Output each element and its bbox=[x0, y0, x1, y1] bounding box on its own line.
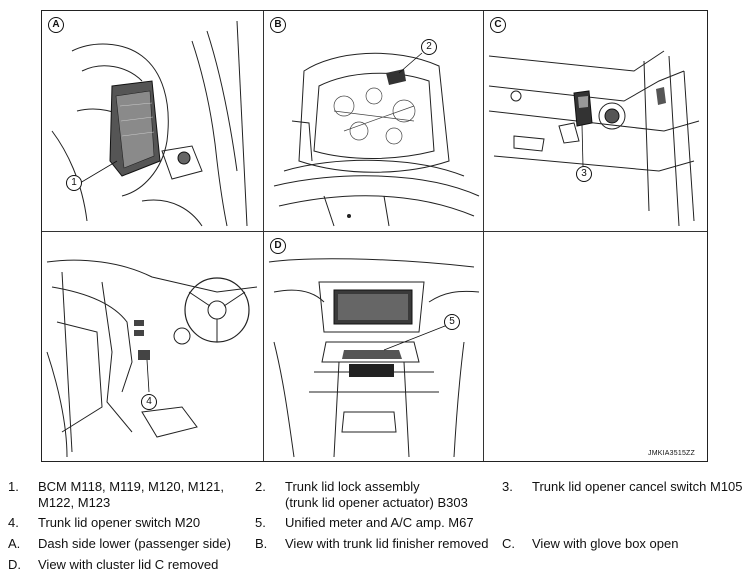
legend-item-b: B. View with trunk lid finisher removed bbox=[247, 536, 489, 552]
panel-a-letter-badge: A bbox=[48, 17, 64, 33]
legend-key: D. bbox=[8, 557, 21, 572]
figure-frame: A 1 B bbox=[41, 10, 708, 462]
legend-key: 1. bbox=[8, 479, 19, 494]
legend-key: A. bbox=[8, 536, 21, 551]
callout-4: 4 bbox=[141, 394, 157, 410]
legend-text: View with trunk lid finisher removed bbox=[285, 536, 489, 551]
panel-divider-horizontal bbox=[42, 231, 707, 232]
legend-text: Dash side lower (passenger side) bbox=[38, 536, 231, 551]
legend-key: C. bbox=[502, 536, 515, 551]
panel-divider-2 bbox=[483, 11, 484, 461]
legend-item-a: A. Dash side lower (passenger side) bbox=[0, 536, 231, 552]
panel-empty bbox=[484, 232, 707, 461]
legend-key: B. bbox=[255, 536, 268, 551]
legend-text: Unified meter and A/C amp. M67 bbox=[285, 515, 474, 530]
panel-dash-driver-side: 4 bbox=[42, 232, 263, 461]
legend-text: BCM M118, M119, M120, M121, M122, M123 bbox=[38, 479, 224, 510]
callout-5: 5 bbox=[444, 314, 460, 330]
legend-item-3: 3. Trunk lid opener cancel switch M105 bbox=[494, 479, 743, 495]
callout-2: 2 bbox=[421, 39, 437, 55]
panel-b-trunk-lid: B 2 bbox=[264, 11, 483, 231]
panel-d-letter-badge: D bbox=[270, 238, 286, 254]
panel-c-letter-badge: C bbox=[490, 17, 506, 33]
legend-key: 3. bbox=[502, 479, 513, 494]
callout-3: 3 bbox=[576, 166, 592, 182]
callout-1: 1 bbox=[66, 175, 82, 191]
legend-item-4: 4. Trunk lid opener switch M20 bbox=[0, 515, 200, 531]
legend-text: Trunk lid lock assembly (trunk lid opene… bbox=[285, 479, 468, 510]
legend-item-c: C. View with glove box open bbox=[494, 536, 678, 552]
panel-b-letter-badge: B bbox=[270, 17, 286, 33]
legend-item-5: 5. Unified meter and A/C amp. M67 bbox=[247, 515, 474, 531]
panel-a-dash-side: A 1 bbox=[42, 11, 263, 231]
figure-code: JMKIA3515ZZ bbox=[648, 450, 695, 457]
legend-text: View with cluster lid C removed bbox=[38, 557, 219, 572]
panel-d-center-console: D 5 bbox=[264, 232, 483, 461]
legend-key: 2. bbox=[255, 479, 266, 494]
legend-item-2: 2. Trunk lid lock assembly (trunk lid op… bbox=[247, 479, 468, 511]
legend-key: 5. bbox=[255, 515, 266, 530]
legend-item-1: 1. BCM M118, M119, M120, M121, M122, M12… bbox=[0, 479, 224, 511]
panel-c-glove-box: C 3 bbox=[484, 11, 707, 231]
legend-key: 4. bbox=[8, 515, 19, 530]
legend-item-d: D. View with cluster lid C removed bbox=[0, 557, 218, 573]
legend-text: Trunk lid opener switch M20 bbox=[38, 515, 201, 530]
panel-divider-1 bbox=[263, 11, 264, 461]
legend-text: Trunk lid opener cancel switch M105 bbox=[532, 479, 743, 494]
legend-text: View with glove box open bbox=[532, 536, 679, 551]
